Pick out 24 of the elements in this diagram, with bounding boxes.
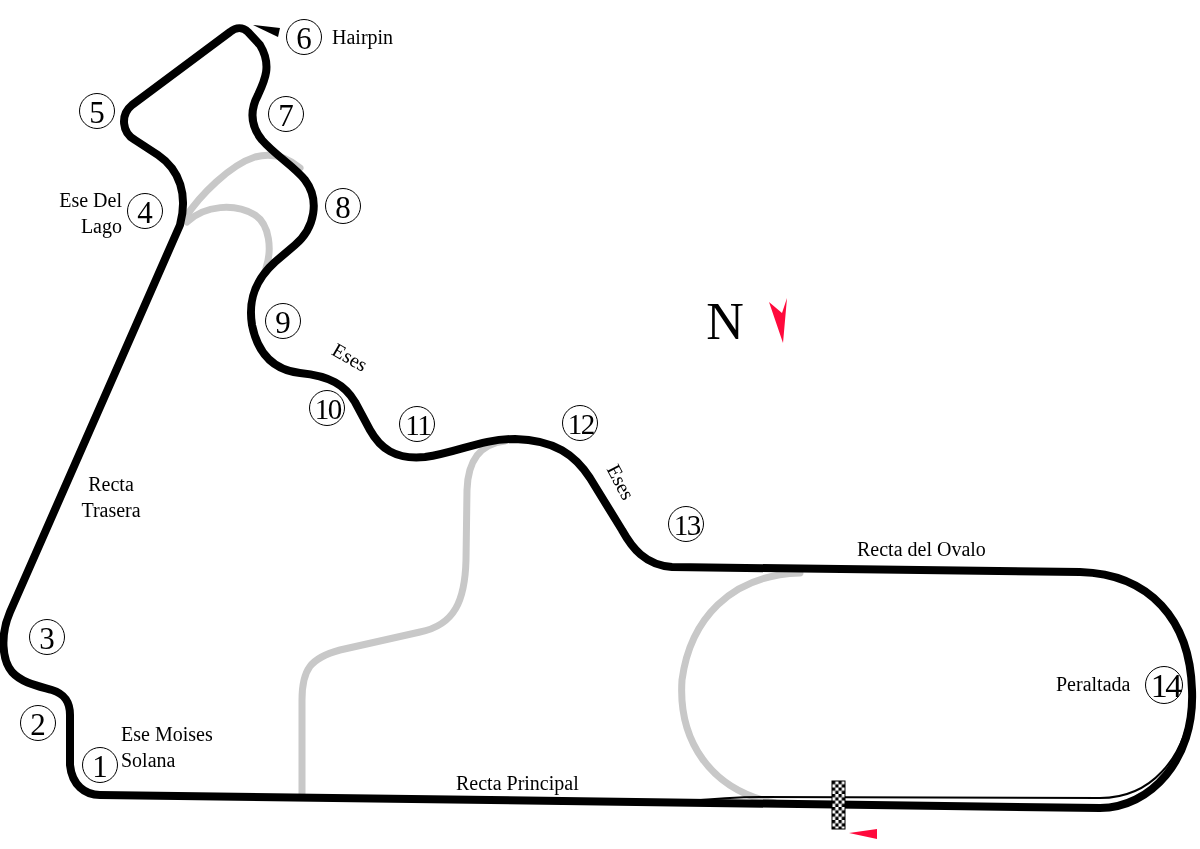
straight-name: Recta del Ovalo (857, 537, 986, 562)
corner-name: Hairpin (332, 25, 394, 50)
track-section-label: Eses (327, 337, 373, 378)
compass-letter: N (706, 296, 744, 348)
turn-number-circle: 2 (20, 705, 56, 741)
straight-name: Recta Trasera (80, 472, 142, 523)
turn-number-circle: 8 (325, 188, 361, 224)
corner-name: Peraltada (1056, 672, 1131, 697)
turn-number-circle: 3 (29, 619, 65, 655)
turn-number-circle: 9 (265, 303, 301, 339)
straight-name: Recta Principal (456, 771, 579, 796)
turn-number-circle: 14 (1145, 666, 1183, 704)
turn-number-circle: 7 (268, 96, 304, 132)
turn-number-circle: 1 (82, 747, 118, 783)
turn-number-circle: 6 (286, 19, 322, 55)
turn-number-circle: 13 (668, 506, 704, 542)
turn-number-circle: 10 (309, 390, 345, 426)
track-section-label: Eses (601, 459, 641, 505)
turn-number-circle: 12 (562, 405, 598, 441)
turn-number-circle: 5 (79, 93, 115, 129)
turn-number-circle: 4 (127, 193, 163, 229)
corner-name: Ese Moises Solana (121, 722, 214, 773)
turn-number-circle: 11 (399, 406, 435, 442)
corner-name: Ese Del Lago (58, 188, 122, 239)
